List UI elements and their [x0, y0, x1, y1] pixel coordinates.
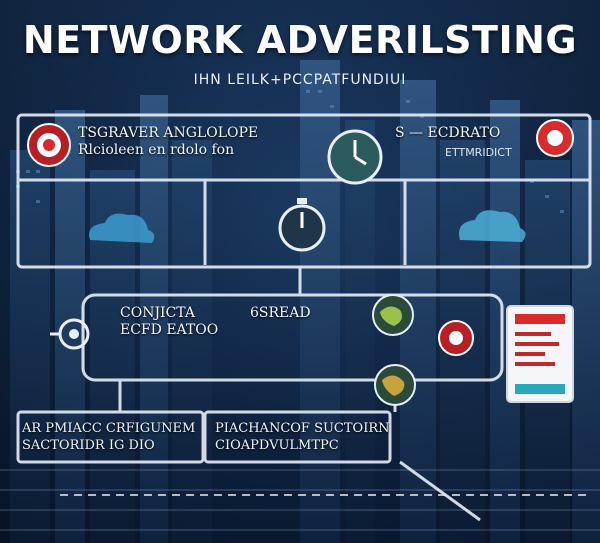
cloud-icon-right [459, 210, 526, 242]
page-title: NETWORK ADVERILSTING [22, 18, 578, 62]
page-subtitle: IHN LEILK+PCCPATFUNDIUI [193, 72, 407, 88]
middle-center-label: 6SREAD [250, 305, 311, 321]
bottom-right-label-1: PIACHANCOF SUCTOIRN [215, 421, 390, 436]
top-right-label-1: S — ECDRATO [395, 125, 501, 141]
top-left-label-2: Rlcioleen en rdolo fon [78, 142, 235, 158]
clock-icon [327, 129, 383, 185]
target-icon [27, 123, 71, 167]
target-icon-middle [438, 320, 474, 356]
bottom-left-label-2: SACTORIDR IG DIO [22, 438, 155, 453]
target-icon-right [536, 119, 574, 157]
middle-left-label-1: CONJICTA [120, 305, 195, 321]
cloud-icon [89, 213, 155, 243]
globe-icon [372, 294, 414, 336]
tablet-icon [506, 305, 574, 403]
gear-icon [50, 318, 90, 350]
bottom-left-label-1: AR PMIACC CRFIGUNEM [22, 421, 196, 436]
bottom-right-label-2: CIOAPDVULMTPC [215, 438, 339, 453]
top-right-label-2: ETTMRIDICT [445, 146, 512, 159]
globe-icon-lower [374, 364, 416, 406]
stopwatch-icon [278, 198, 326, 252]
middle-left-label-2: ECFD EATOO [120, 322, 219, 338]
top-left-label-1: TSGRAVER ANGLOLOPE [78, 125, 259, 141]
